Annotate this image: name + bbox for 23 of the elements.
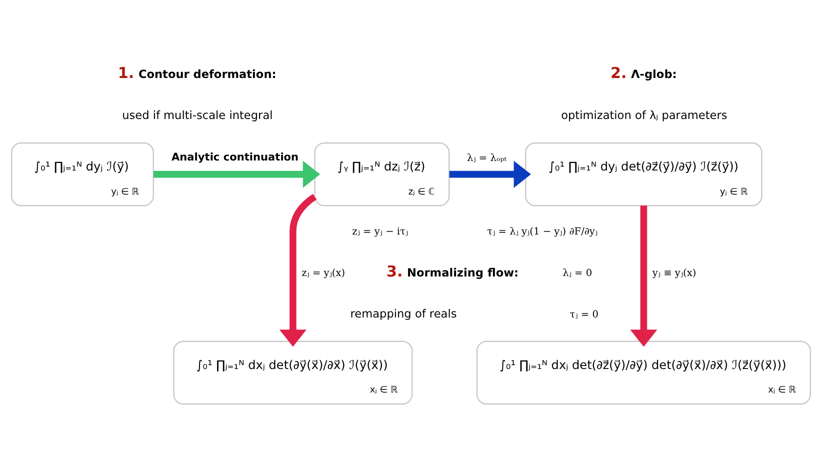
arrow xyxy=(153,160,320,188)
arrow xyxy=(279,193,317,346)
node-box: ∫₀¹ ∏ⱼ₌₁ᴺ dxⱼ det(∂y⃗(x⃗)/∂x⃗) ℐ(y⃗(x⃗)) xⱼ ∈ ℝ xyxy=(173,340,413,404)
label: 1. Contour deformation: xyxy=(118,64,276,82)
label: zⱼ = yⱼ − iτⱼ xyxy=(352,226,408,238)
label: used if multi-scale integral xyxy=(122,108,273,122)
label: 3. Normalizing flow: xyxy=(386,262,519,280)
node-box: ∫₀¹ ∏ⱼ₌₁ᴺ dyⱼ det(∂z⃗(y⃗)/∂y⃗) ℐ(z⃗(y⃗)) yⱼ ∈ ℝ xyxy=(525,142,762,206)
edge-label: λⱼ = λₒₚₜ xyxy=(467,152,507,164)
edge-label: zⱼ = yⱼ(x) xyxy=(302,268,346,279)
edge-label: yⱼ ≡ yⱼ(x) xyxy=(652,268,696,279)
label: λⱼ = 0 xyxy=(562,268,592,279)
node-box: ∫₀¹ ∏ⱼ₌₁ᴺ dxⱼ det(∂z⃗(y⃗)/∂y⃗) det(∂y⃗(x⃗)/∂x⃗) ℐ(z⃗(y⃗(x⃗))) xⱼ ∈ ℝ xyxy=(476,340,811,404)
node-box: ∫₀¹ ∏ⱼ₌₁ᴺ dyⱼ ℐ(y⃗) yⱼ ∈ ℝ xyxy=(11,142,154,206)
label: τⱼ = λⱼ yⱼ(1 − yⱼ) ∂F/∂yⱼ xyxy=(487,226,598,238)
label: τⱼ = 0 xyxy=(570,309,598,320)
label: remapping of reals xyxy=(350,307,457,320)
edge-label: Analytic continuation xyxy=(172,150,299,163)
arrow xyxy=(449,160,531,188)
label: 2. Λ-glob: xyxy=(610,64,677,82)
label: optimization of λⱼ parameters xyxy=(561,108,728,122)
node-box: ∫ᵧ ∏ⱼ₌₁ᴺ dzⱼ ℐ(z⃗) zⱼ ∈ ℂ xyxy=(314,142,450,206)
arrow xyxy=(630,205,658,346)
